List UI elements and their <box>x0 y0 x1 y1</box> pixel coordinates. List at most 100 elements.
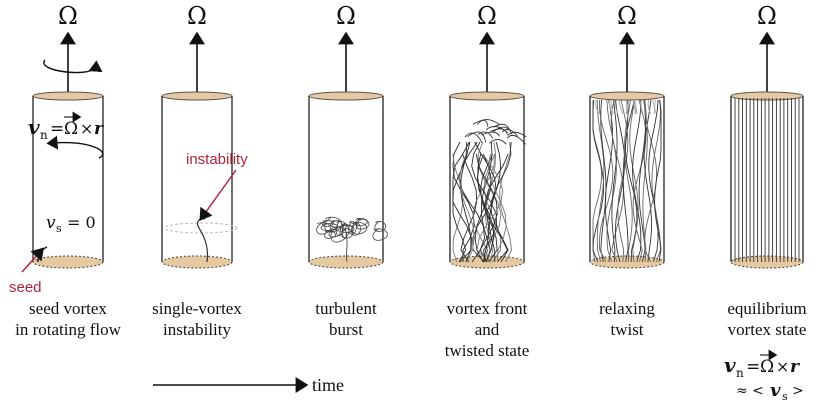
bottom-cap <box>589 255 665 269</box>
rotation-arrow-icon <box>43 59 103 74</box>
twisted-vortex-line <box>487 153 507 263</box>
tangle-loop <box>330 226 347 243</box>
panel-caption-line: vortex state <box>728 320 807 339</box>
relaxing-vortex-line <box>654 99 662 263</box>
omega-vector: Ω <box>760 357 774 377</box>
front-loop <box>477 119 501 126</box>
panel-single-vortex-instability: Ω <box>161 2 238 269</box>
relaxing-vortex-line <box>638 99 646 263</box>
panel-caption-line: turbulent <box>315 299 377 318</box>
panel-caption-line: seed vortex <box>29 299 107 318</box>
relaxing-vortex-line <box>600 99 607 263</box>
tangle-stem <box>345 233 348 263</box>
front-loop <box>506 134 526 145</box>
relaxing-top-curl <box>639 99 642 115</box>
turbulent-tangle <box>316 216 388 263</box>
vn-equals: = <box>746 357 760 377</box>
panel-caption-line: single-vortex <box>152 299 242 318</box>
relaxing-top-curl <box>652 99 655 115</box>
omega-vector: Ω <box>64 119 78 139</box>
relaxing-top-curl <box>608 99 613 115</box>
vs-symbol: v <box>46 213 56 233</box>
front-loop <box>485 126 508 133</box>
vs-equals-zero: = 0 <box>67 213 96 232</box>
bottom-cap <box>32 255 104 269</box>
front-loop <box>477 131 494 139</box>
tangle-loop <box>374 221 387 232</box>
bottom-cap <box>730 255 804 269</box>
omega-label: Ω <box>617 2 637 30</box>
relaxing-vortex-line <box>611 99 618 263</box>
twisted-vortex-line <box>460 153 478 263</box>
relaxing-top-curl <box>647 99 652 115</box>
times-symbol: × <box>776 357 789 376</box>
relaxing-vortex-line <box>598 99 614 263</box>
tangle-loop <box>341 228 354 239</box>
twisted-vortex-line <box>475 153 498 263</box>
omega-label: Ω <box>336 2 356 30</box>
tangle-loop <box>372 228 388 241</box>
relaxing-top-curl <box>614 99 619 115</box>
vs-subscript: s <box>56 222 62 235</box>
relaxing-vortex-lines <box>592 99 662 263</box>
relaxing-vortex-line <box>651 99 661 263</box>
relaxing-top-curl <box>595 99 601 115</box>
top-cap <box>730 91 804 101</box>
relaxing-vortex-line <box>622 99 629 263</box>
top-cap <box>449 91 525 101</box>
perturbed-vortex-line <box>196 217 209 263</box>
panel-equilibrium: Ω <box>730 2 804 269</box>
panel-relaxing-twist: Ω <box>589 2 665 269</box>
bottom-cap <box>161 255 233 269</box>
instability-label: instability <box>186 151 248 168</box>
r-symbol: r <box>790 357 800 377</box>
twisted-vortex-line <box>452 153 464 263</box>
vn-symbol: v <box>28 115 40 139</box>
front-loop <box>464 132 483 143</box>
seed-label: seed <box>9 279 42 296</box>
vn-subscript: n <box>40 128 48 142</box>
vn-equals: = <box>50 119 64 139</box>
vn-symbol: v <box>724 353 736 377</box>
twisted-vortex-line <box>459 153 475 263</box>
relaxing-vortex-line <box>643 99 652 263</box>
bottom-cap <box>308 255 384 269</box>
front-loop <box>492 126 513 135</box>
relaxing-vortex-line <box>629 99 639 263</box>
relaxing-vortex-line <box>632 99 642 263</box>
instability-pointer-arrow <box>199 169 237 221</box>
panel-caption-line: relaxing <box>599 299 655 318</box>
instability-ring <box>164 222 238 234</box>
relaxing-top-curl <box>618 99 624 115</box>
panel-caption-line: twist <box>610 320 643 339</box>
twisted-vortex-line <box>472 153 495 263</box>
vn-equation-panel-1: v n = Ω × r <box>28 111 104 142</box>
tangle-loop <box>328 229 341 238</box>
relaxing-top-curl <box>654 99 657 115</box>
top-cap <box>308 91 384 101</box>
relaxing-top-curl <box>633 99 638 115</box>
relaxing-vortex-line <box>606 99 617 263</box>
top-cap <box>161 91 233 101</box>
relaxing-vortex-line <box>648 99 659 263</box>
twisted-vortex-line <box>479 153 498 263</box>
panel-caption-line: vortex front <box>447 299 528 318</box>
vs-symbol: v <box>770 380 781 401</box>
front-loop <box>467 131 487 143</box>
twisted-vortex-line <box>471 141 497 263</box>
front-loop <box>472 119 488 127</box>
front-loop <box>507 131 527 138</box>
tangle-loop <box>355 217 368 227</box>
tangle-loop <box>335 221 344 237</box>
front-loop <box>489 128 508 135</box>
panel-caption-line: instability <box>163 320 232 339</box>
twisted-vortex-lines <box>452 119 527 263</box>
vs-subscript: s <box>782 390 788 403</box>
vn-subscript: n <box>736 366 744 380</box>
relaxing-vortex-line <box>604 99 613 263</box>
twisted-vortex-line <box>488 141 502 263</box>
panel-caption-line: burst <box>329 320 363 339</box>
panel-seed-vortex: Ω <box>32 2 104 269</box>
